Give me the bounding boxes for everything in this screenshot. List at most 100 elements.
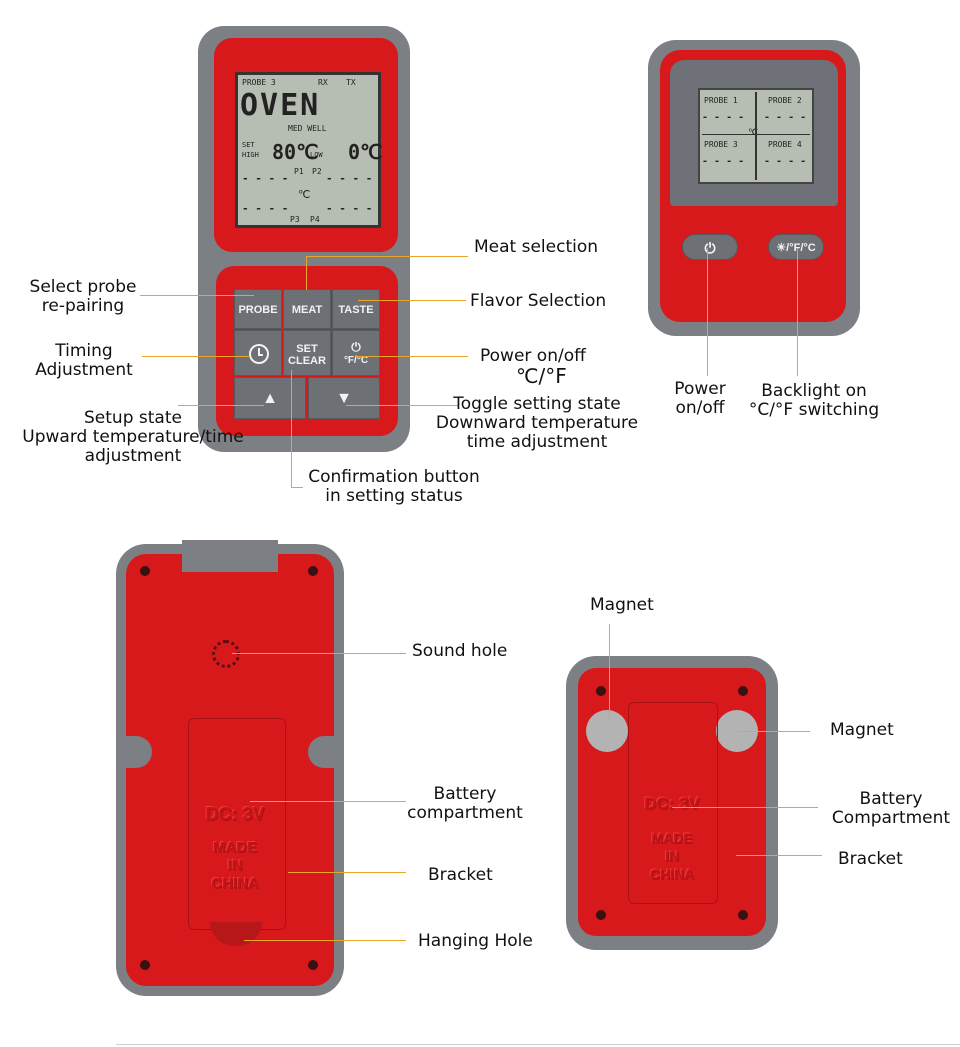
leader-power2 — [707, 248, 708, 376]
label-power2-line2: on/off — [675, 398, 725, 418]
label-setup-line2: Upward temperature/time — [22, 427, 244, 447]
label-battery2-line2: Compartment — [831, 808, 951, 828]
clear-label: CLEAR — [288, 355, 326, 367]
lcd2-probe2-dash: - - - - — [764, 112, 807, 123]
leader-timing — [142, 356, 250, 357]
back1-dc-text: DC: 3V — [205, 804, 265, 824]
label-toggle-line3: time adjustment — [466, 432, 608, 452]
device2-light-unit-button[interactable]: ☀/°F/°C — [768, 234, 824, 260]
back1-clip-top — [182, 540, 278, 572]
clock-hand-minute — [258, 354, 263, 356]
leader-up — [178, 405, 264, 406]
lcd2-probe2-label: PROBE 2 — [768, 96, 802, 105]
meat-button[interactable]: MEAT — [283, 289, 331, 329]
label-select-probe: Select probe re-pairing — [22, 278, 144, 316]
label-setup-line3: adjustment — [84, 446, 182, 466]
power-unit-button[interactable]: ⏻ °F/°C — [332, 330, 380, 376]
lcd-probe1-dash: - - - - — [242, 172, 289, 185]
label-meat-selection: Meat selection — [474, 237, 599, 257]
lcd2-probe4-dash: - - - - — [764, 156, 807, 167]
label-power-onoff: Power on/off — [480, 346, 586, 366]
lcd-low-temp: 0℃ — [348, 140, 383, 164]
device2-power-button[interactable]: ⏻ — [682, 234, 738, 260]
leader-taste — [358, 300, 466, 301]
label-hanging-hole: Hanging Hole — [418, 931, 533, 951]
label-backlight: Backlight on °C/°F switching — [742, 382, 886, 420]
lcd2-probe3-dash: - - - - — [702, 156, 745, 167]
lcd-p1-label: P1 — [294, 167, 304, 176]
leader-sound-hole — [232, 653, 406, 654]
label-setup-line1: Setup state — [84, 408, 182, 428]
label-magnet-right: Magnet — [830, 720, 894, 740]
leader-probe — [140, 295, 254, 296]
label-battery2: Battery Compartment — [822, 790, 960, 828]
leader-meat-v — [306, 256, 307, 290]
back1-sound-hole — [212, 640, 240, 668]
label-cf: ℃/°F — [516, 364, 567, 388]
down-button[interactable]: ▼ — [308, 377, 380, 419]
lcd2-unit: ℃ — [748, 128, 759, 138]
up-button[interactable]: ▲ — [234, 377, 306, 419]
device2-lcd-divider-h — [702, 134, 810, 135]
label-timing: Timing Adjustment — [28, 342, 140, 380]
label-select-probe-line1: Select probe — [29, 277, 137, 297]
lcd-probe-label: PROBE 3 — [242, 78, 276, 87]
power-icon: ⏻ — [351, 340, 361, 354]
lcd-p2-label: P2 — [312, 167, 322, 176]
set-clear-button[interactable]: SET CLEAR — [283, 330, 331, 376]
label-confirmation: Confirmation button in setting status — [296, 468, 492, 506]
lcd2-probe4-label: PROBE 4 — [768, 140, 802, 149]
bottom-divider — [116, 1044, 960, 1045]
leader-backlight — [797, 248, 798, 376]
lcd-probe2-dash: - - - - — [326, 172, 373, 185]
lcd-tx-label: TX — [346, 78, 356, 87]
label-power2: Power on/off — [660, 380, 740, 418]
lcd-rx-label: RX — [318, 78, 328, 87]
label-toggle-line2: Downward temperature — [435, 413, 639, 433]
lcd-probe3-dash: - - - - — [242, 202, 289, 215]
leader-bracket1 — [288, 872, 406, 873]
label-battery1-line2: compartment — [407, 803, 523, 823]
leader-battery2 — [672, 807, 818, 808]
lcd-p3-label: P3 — [290, 215, 300, 224]
taste-button[interactable]: TASTE — [332, 289, 380, 329]
label-backlight-line2: °C/°F switching — [748, 400, 880, 420]
lcd-probe4-dash: - - - - — [326, 202, 373, 215]
label-confirmation-line1: Confirmation button — [308, 467, 480, 487]
back1-china-text: CHINA — [211, 875, 259, 892]
lcd2-probe1-dash: - - - - — [702, 112, 745, 123]
back2-china-text: CHINA — [649, 866, 695, 882]
lcd-high-label: HIGH — [242, 151, 259, 159]
label-bracket2: Bracket — [838, 849, 903, 869]
timer-button[interactable] — [234, 330, 282, 376]
label-toggle: Toggle setting state Downward temperatur… — [424, 395, 650, 452]
lcd-unit: ℃ — [298, 188, 311, 201]
back1-screw-tl — [140, 566, 150, 576]
label-select-probe-line2: re-pairing — [41, 296, 125, 316]
lcd-p4-label: P4 — [310, 215, 320, 224]
back1-screw-bl — [140, 960, 150, 970]
back1-screw-br — [308, 960, 318, 970]
leader-power — [356, 356, 468, 357]
back1-notch-right — [308, 736, 344, 768]
set-label: SET — [296, 343, 318, 355]
back1-bracket — [188, 718, 286, 930]
leader-down — [346, 405, 458, 406]
lcd-set-label: SET — [242, 141, 255, 149]
back2-made-text: MADE — [651, 830, 693, 846]
device1-lcd — [235, 72, 381, 228]
leader-magnet-top — [609, 624, 610, 720]
clock-hand — [258, 348, 260, 355]
back2-screw-br — [738, 910, 748, 920]
label-timing-line1: Timing — [55, 341, 113, 361]
leader-set-v — [291, 370, 292, 488]
lcd2-probe1-label: PROBE 1 — [704, 96, 738, 105]
label-bracket1: Bracket — [428, 865, 493, 885]
back2-in-text: IN — [665, 848, 679, 864]
lcd-low-label: LOW — [310, 151, 323, 159]
label-power2-line1: Power — [674, 379, 726, 399]
label-backlight-line1: Backlight on — [761, 381, 867, 401]
label-magnet-top: Magnet — [590, 595, 654, 615]
label-flavor-selection: Flavor Selection — [470, 291, 607, 311]
label-setup: Setup state Upward temperature/time adju… — [6, 409, 260, 466]
